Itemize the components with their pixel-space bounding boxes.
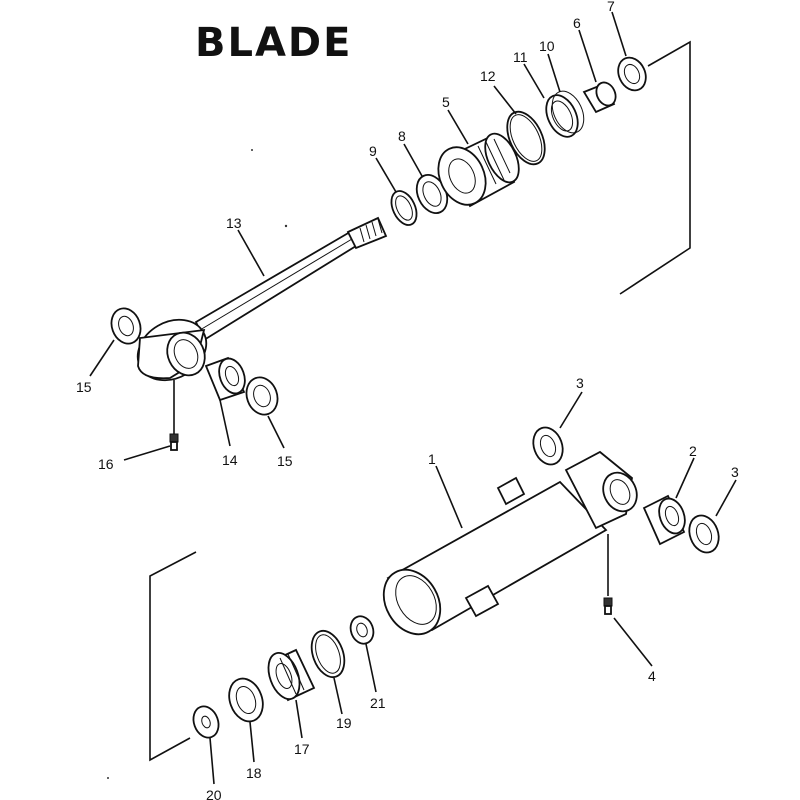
bushing-14	[204, 356, 246, 402]
callout-14: 14	[222, 452, 238, 468]
cylinder-tube-1	[382, 450, 638, 636]
snap-ring-9	[390, 190, 418, 226]
bracket-line-lower	[149, 551, 197, 762]
ring-19	[310, 629, 346, 679]
callout-4: 4	[648, 668, 656, 684]
callout-21: 21	[370, 695, 386, 711]
callout-labels: 1 2 3 3 4 5 6 7 8 9 10 11 12 13 14 15 15…	[76, 0, 739, 800]
callout-12: 12	[480, 68, 496, 84]
callout-8: 8	[398, 128, 406, 144]
callout-2: 2	[689, 443, 697, 459]
bracket-line-upper	[619, 40, 691, 295]
callout-3-upper: 3	[576, 375, 584, 391]
dust-seal-15-left	[110, 307, 142, 345]
callout-3-right: 3	[731, 464, 739, 480]
seal-11-10	[545, 90, 585, 138]
dust-seal-3-right	[688, 514, 720, 554]
callout-18: 18	[246, 765, 262, 781]
grease-fitting-4	[603, 597, 613, 615]
bushing-6	[582, 81, 617, 114]
dust-seal-7	[617, 56, 647, 92]
piston-rod-13	[136, 216, 388, 382]
scan-specks	[107, 149, 288, 779]
o-ring-12	[506, 110, 546, 166]
callout-1: 1	[428, 451, 436, 467]
seal-18	[228, 677, 264, 723]
callout-20: 20	[206, 787, 222, 800]
grease-fitting-16	[169, 433, 179, 451]
callout-17: 17	[294, 741, 310, 757]
callout-19: 19	[336, 715, 352, 731]
dust-seal-3-upper	[532, 426, 564, 466]
callout-16: 16	[98, 456, 114, 472]
cylinder-head-5	[437, 132, 520, 208]
bushing-2	[642, 494, 686, 546]
washer-20	[192, 705, 220, 739]
callout-11: 11	[513, 49, 528, 65]
bearing-8	[415, 174, 449, 214]
diagram-title: BLADE	[195, 20, 352, 66]
callout-6: 6	[573, 15, 581, 31]
piston-17	[267, 648, 316, 702]
dust-seal-15-right	[245, 376, 279, 416]
leader-lines	[89, 11, 737, 785]
callout-15-left: 15	[76, 379, 92, 395]
callout-9: 9	[369, 143, 377, 159]
nut-21	[349, 615, 375, 645]
callout-7: 7	[607, 0, 615, 14]
callout-5: 5	[442, 94, 450, 110]
callout-10: 10	[539, 38, 555, 54]
callout-13: 13	[226, 215, 242, 231]
callout-15-right: 15	[277, 453, 293, 469]
